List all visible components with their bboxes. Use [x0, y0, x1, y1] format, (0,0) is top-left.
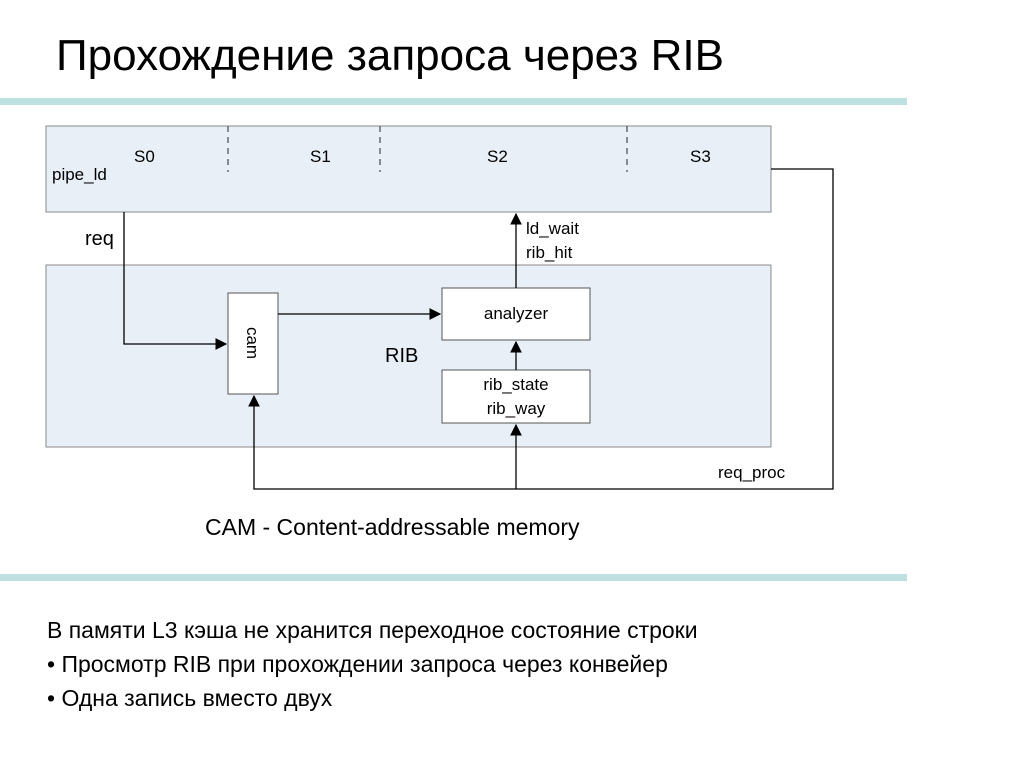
cam-box: [227, 292, 279, 395]
req-proc-label: req_proc: [718, 463, 786, 482]
rib-hit-label: rib_hit: [526, 243, 573, 262]
cam-caption: CAM - Content-addressable memory: [205, 514, 580, 540]
ld-wait-label: ld_wait: [526, 219, 579, 238]
slide-title: Прохождение запроса через RIB: [56, 31, 724, 80]
stage-label-s1: S1: [310, 147, 331, 166]
stage-label-s3: S3: [690, 147, 711, 166]
cam-label: cam: [243, 327, 262, 359]
pipeline-block: [45, 125, 772, 213]
rib-state-box: [441, 369, 591, 424]
analyzer-box: [441, 287, 591, 341]
req-label: req: [85, 228, 114, 250]
req-proc-line: [248, 168, 834, 490]
rib-block: [45, 264, 772, 448]
stage-label-s2: S2: [487, 147, 508, 166]
rib-label: RIB: [385, 345, 418, 367]
rib-way-label: rib_way: [487, 399, 546, 418]
analyzer-label: analyzer: [484, 304, 549, 323]
pipeline-label: pipe_ld: [52, 165, 107, 184]
note-line-3: • Одна запись вместо двух: [47, 685, 333, 711]
note-line-2: • Просмотр RIB при прохождении запроса ч…: [47, 651, 668, 677]
top-divider: [0, 98, 907, 105]
notes-list: В памяти L3 кэша не хранится переходное …: [47, 613, 698, 715]
note-line-1: В памяти L3 кэша не хранится переходное …: [47, 617, 698, 643]
rib-state-label: rib_state: [483, 375, 548, 394]
req-arrow: [123, 212, 228, 350]
stage-label-s0: S0: [134, 147, 155, 166]
bottom-divider: [0, 574, 907, 581]
